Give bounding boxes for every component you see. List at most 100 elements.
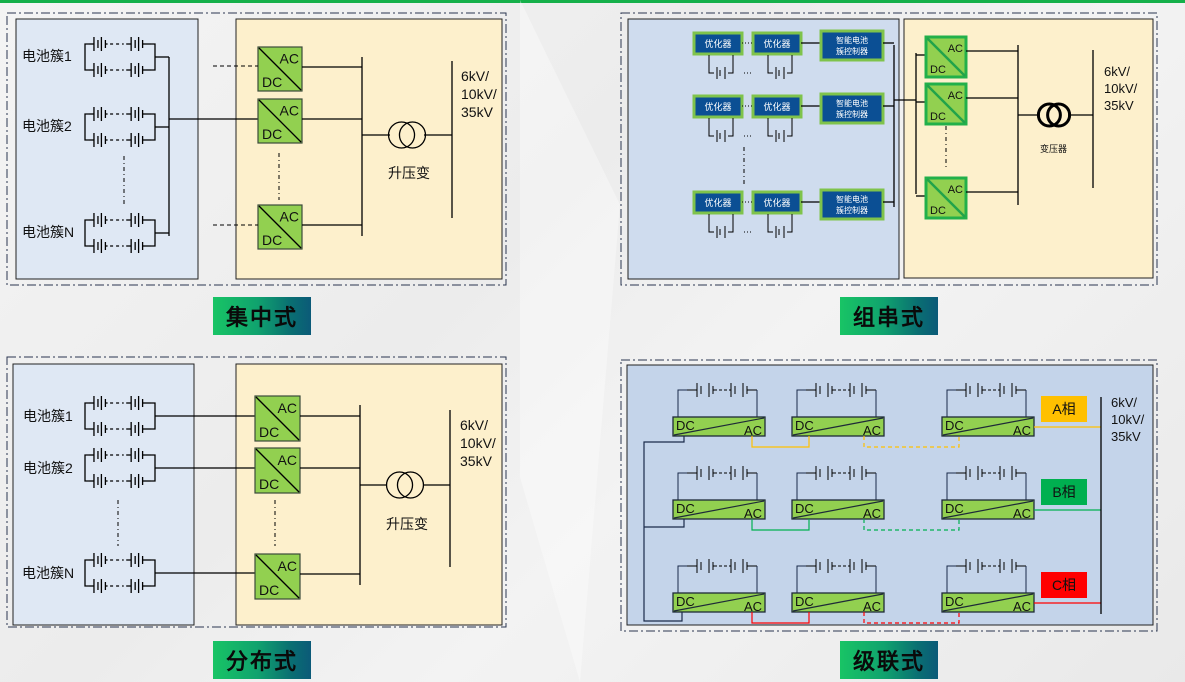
converter-ac-label: AC <box>948 90 963 102</box>
controller-label: 智能电池 <box>836 194 868 204</box>
cluster-label: 电池簇2 <box>22 118 72 134</box>
cascade-module: DC AC <box>672 383 766 438</box>
wire <box>796 389 806 417</box>
battery-string <box>89 107 151 121</box>
converter-ac-label: AC <box>744 506 762 521</box>
battery-string <box>89 579 151 593</box>
wire <box>946 472 956 500</box>
optimizer-label: 优化器 <box>704 197 731 208</box>
phase-label-b: B相 <box>1041 479 1087 505</box>
phase-label-box <box>1041 572 1087 598</box>
frame-distributed <box>6 356 507 628</box>
caption-centralized: 集中式 <box>213 297 311 335</box>
optimizer-label: 优化器 <box>704 101 731 112</box>
optimizer-label: 优化器 <box>763 38 790 49</box>
converter-diagonal <box>258 99 302 143</box>
converter-dc-label: DC <box>262 232 282 248</box>
phase-label-text: A相 <box>1052 401 1075 417</box>
converter-ac-label: AC <box>744 599 762 614</box>
controller-label: 簇控制器 <box>836 205 868 215</box>
phase-label-box <box>1041 396 1087 422</box>
transformer-label: 升压变 <box>388 165 430 181</box>
grid-voltage-line: 6kV/ <box>461 68 489 84</box>
wire <box>708 214 714 233</box>
grid-voltage-line: 10kV/ <box>460 435 496 451</box>
grid-voltage-label: 6kV/10kV/35kV <box>460 417 496 469</box>
controller-label: 簇控制器 <box>836 46 868 56</box>
caption-string: 组串式 <box>840 297 938 335</box>
converter-ac-label: AC <box>278 452 297 468</box>
converter-dc-label: DC <box>795 594 814 609</box>
controller-label: 智能电池 <box>836 98 868 108</box>
cluster-label: 电池簇1 <box>23 408 73 424</box>
converter-ac-label: AC <box>744 423 762 438</box>
optimizer-label: 优化器 <box>763 101 790 112</box>
phase-link <box>751 519 810 531</box>
grid-voltage-line: 6kV/ <box>460 417 488 433</box>
converter-diagonal <box>942 500 1034 519</box>
battery-cluster <box>84 107 156 147</box>
battery-area <box>627 18 900 280</box>
converter-dc-label: DC <box>259 424 279 440</box>
cluster-bracket-left <box>84 219 89 247</box>
converter-ac-label: AC <box>1013 599 1031 614</box>
battery-string <box>89 239 151 253</box>
wire <box>767 55 773 74</box>
battery-area <box>12 363 195 626</box>
converter-ac-label: AC <box>280 103 299 119</box>
wire <box>677 565 687 593</box>
phase-label-box <box>1041 479 1087 505</box>
converter-diagonal <box>792 500 884 519</box>
wire <box>787 55 793 74</box>
neutral-link <box>644 519 685 528</box>
converter-ac-label: AC <box>1013 423 1031 438</box>
converter-dc-label: DC <box>676 594 695 609</box>
phase-label-a: A相 <box>1041 396 1087 422</box>
cluster-bracket-left <box>84 43 89 71</box>
wire <box>796 565 806 593</box>
cluster-label: 电池簇N <box>22 224 74 240</box>
wire <box>677 472 687 500</box>
controller-label: 簇控制器 <box>836 109 868 119</box>
converter-diagonal <box>926 84 966 124</box>
phase-label-text: B相 <box>1052 484 1075 500</box>
wire <box>677 389 687 417</box>
battery-string <box>89 133 151 147</box>
converter-ac-label: AC <box>278 558 297 574</box>
cluster-label: 电池簇2 <box>23 460 73 476</box>
wire <box>708 55 714 74</box>
cluster-label: 电池簇1 <box>22 48 72 64</box>
converter-dc-label: DC <box>945 501 964 516</box>
grid-voltage-line: 35kV <box>1104 98 1134 113</box>
transformer-label: 变压器 <box>1040 143 1067 154</box>
converter-dc-label: DC <box>930 111 946 123</box>
phase-link-dashed <box>863 519 960 531</box>
wire <box>728 118 734 137</box>
converter-dc-label: DC <box>930 205 946 217</box>
wire <box>787 214 793 233</box>
controller-label: 智能电池 <box>836 35 868 45</box>
wire <box>946 389 956 417</box>
cascade-module: DC AC <box>672 559 766 614</box>
optimizer-label: 优化器 <box>704 38 731 49</box>
converter-dc-label: DC <box>795 418 814 433</box>
grid-voltage-line: 10kV/ <box>1104 81 1138 96</box>
converter-dc-label: DC <box>676 418 695 433</box>
grid-voltage-label: 6kV/10kV/35kV <box>461 68 497 120</box>
wire <box>787 118 793 137</box>
battery-string <box>89 37 151 51</box>
phase-link-dashed <box>863 612 960 624</box>
panel-string: 优化器优化器智能电池簇控制器优化器优化器智能电池簇控制器优化器优化器智能电池簇控… <box>627 18 1154 280</box>
phase-link <box>751 612 810 624</box>
phase-label-c: C相 <box>1041 572 1087 598</box>
battery-string <box>89 396 151 410</box>
